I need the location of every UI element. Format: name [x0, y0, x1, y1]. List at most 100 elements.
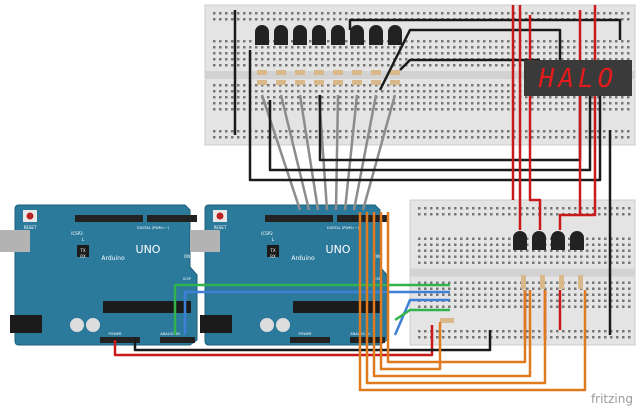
- uno-logo: UNO: [136, 243, 161, 256]
- wire-black: [248, 50, 602, 182]
- usb-port: [0, 230, 30, 252]
- wire-gray: [334, 94, 340, 211]
- power-label: POWER: [109, 332, 123, 336]
- reset-label: RESET: [214, 225, 227, 230]
- resistor: [333, 80, 343, 85]
- resistor: [257, 80, 267, 85]
- wire-black: [133, 330, 492, 352]
- wire-green: [394, 308, 450, 322]
- resistor: [371, 80, 381, 85]
- resistor: [257, 70, 267, 75]
- wire-orange: [386, 212, 527, 364]
- arduino-logo: Arduino: [291, 255, 315, 262]
- analog-header: [160, 337, 195, 343]
- seven-segment-display: HALO: [524, 60, 632, 96]
- transistor: [293, 25, 307, 45]
- wire-black: [378, 28, 562, 91]
- wire-red: [558, 10, 582, 230]
- wire-orange: [365, 212, 547, 385]
- tx-label: TX: [269, 248, 275, 253]
- wire-blue: [393, 298, 450, 336]
- wire-blue: [183, 290, 450, 335]
- digital-label: DIGITAL (PWM=~): [327, 226, 360, 230]
- wire-black: [399, 58, 540, 71]
- transistor: [551, 231, 565, 250]
- transistor: [331, 25, 345, 45]
- analog-label: ANALOG IN: [160, 332, 180, 336]
- transistor: [513, 231, 527, 250]
- transistor: [350, 25, 364, 45]
- transistor: [570, 231, 584, 250]
- resistor: [295, 80, 305, 85]
- digital-header: [75, 215, 143, 222]
- resistor: [559, 275, 564, 289]
- wire-gray: [361, 94, 397, 211]
- uno-logo: UNO: [326, 243, 351, 256]
- wire-red: [528, 15, 542, 230]
- wire-orange: [379, 212, 442, 371]
- resistor: [521, 275, 526, 289]
- resistor: [352, 80, 362, 85]
- power-jack: [200, 315, 232, 333]
- resistor: [333, 70, 343, 75]
- wire-red: [113, 325, 434, 357]
- transistor: [532, 231, 546, 250]
- l-led-label: L: [82, 237, 85, 242]
- digital-header-2: [337, 215, 387, 222]
- transistor: [274, 25, 288, 45]
- wire-gray: [298, 94, 320, 211]
- display-digits: HALO: [538, 64, 618, 94]
- breadboard-bottom: [409, 199, 636, 346]
- resistor: [540, 275, 545, 289]
- power-jack: [10, 315, 42, 333]
- arduino-logo: Arduino: [101, 255, 125, 262]
- wire-gray: [352, 94, 378, 211]
- rx-label: RX: [80, 254, 86, 259]
- tx-label: TX: [79, 248, 85, 253]
- rx-label: RX: [270, 254, 276, 259]
- wire-orange: [358, 212, 587, 392]
- resistor: [314, 80, 324, 85]
- resistor: [276, 70, 286, 75]
- wire-black: [348, 18, 622, 40]
- resistor: [371, 70, 381, 75]
- l-led-label: L: [272, 237, 275, 242]
- icsp-label: ICSP: [183, 277, 191, 281]
- atmega-chip: [103, 301, 191, 313]
- transistor: [312, 25, 326, 45]
- digital-header: [265, 215, 333, 222]
- icsp-label: ICSP: [373, 277, 381, 281]
- resistor: [390, 70, 400, 75]
- transistor: [369, 25, 383, 45]
- icsp2-label: ICSP2: [261, 231, 273, 236]
- power-header: [100, 337, 140, 343]
- reset-label: RESET: [24, 225, 37, 230]
- wire-gray: [260, 94, 302, 211]
- wire-gray: [279, 94, 311, 211]
- power-header: [290, 337, 330, 343]
- wire-black: [268, 95, 592, 172]
- digital-header-2: [147, 215, 197, 222]
- transistor: [388, 25, 402, 45]
- icsp2-label: ICSP2: [71, 231, 83, 236]
- resistor: [578, 275, 583, 289]
- resistor: [390, 80, 400, 85]
- on-label: ON: [184, 254, 190, 259]
- on-label: ON: [374, 254, 380, 259]
- usb-port: [190, 230, 220, 252]
- power-label: POWER: [299, 332, 313, 336]
- resistor: [440, 318, 454, 323]
- transistor: [255, 25, 269, 45]
- resistor: [295, 70, 305, 75]
- wire-gray: [343, 94, 359, 211]
- resistor: [352, 70, 362, 75]
- wire-green: [173, 283, 450, 335]
- digital-label: DIGITAL (PWM=~): [137, 226, 170, 230]
- wire-orange: [372, 212, 532, 378]
- fritzing-watermark: fritzing: [591, 392, 633, 406]
- resistor: [276, 80, 286, 85]
- resistor: [314, 70, 324, 75]
